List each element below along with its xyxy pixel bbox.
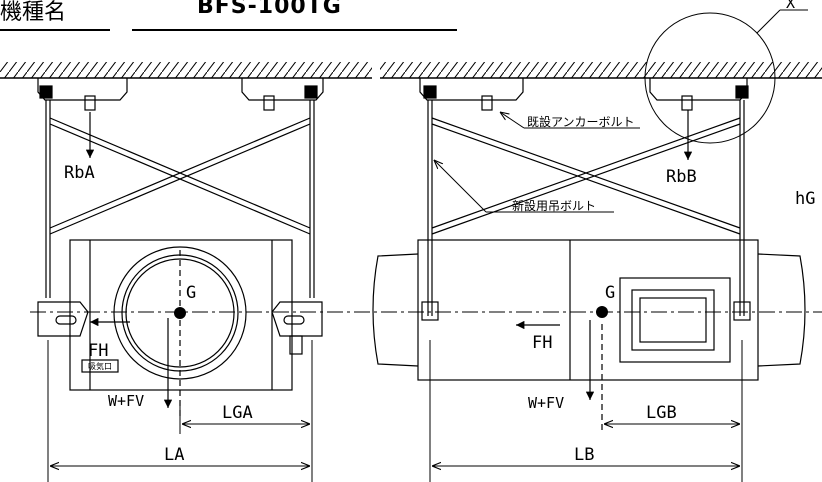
left-dim-lga: LGA: [222, 403, 253, 423]
left-horizontal-force-label: FH: [88, 341, 108, 361]
existing-anchor-bolt-label: 既設アンカーボルト: [527, 114, 635, 129]
model-name-label: 機種名: [0, 0, 67, 25]
height-hg-label: hG: [795, 189, 815, 209]
right-rod-force-label: RbB: [666, 167, 697, 187]
model-label-underline: [0, 29, 110, 31]
right-dim-lb: LB: [574, 445, 594, 465]
right-view: [372, 78, 806, 381]
left-nameplate-text: 吸気口: [88, 361, 112, 371]
new-hanging-bolt-label: 新設用吊ボルト: [512, 198, 596, 213]
left-center-of-gravity: [174, 307, 186, 319]
model-number-underline: [132, 29, 457, 31]
left-dimensions: [47, 340, 313, 482]
right-view-forces: [516, 110, 693, 434]
right-callout-leaders: [434, 112, 640, 213]
right-dimensions: [429, 340, 743, 482]
right-center-label: G: [605, 283, 615, 303]
detail-x-label: X: [786, 0, 795, 12]
right-center-of-gravity: [596, 306, 608, 318]
left-vertical-force-label: W+FV: [108, 392, 144, 410]
right-horizontal-force-label: FH: [532, 333, 552, 353]
right-vertical-force-label: W+FV: [528, 394, 564, 412]
detail-x-callout: [644, 9, 808, 144]
left-rod-force-label: RbA: [64, 163, 95, 183]
left-view: [37, 78, 324, 391]
left-dim-la: LA: [164, 445, 184, 465]
left-view-forces: [85, 112, 181, 420]
left-center-label: G: [186, 283, 196, 303]
right-dim-lgb: LGB: [646, 403, 677, 423]
ceiling-hatch: [0, 62, 822, 79]
model-number: BFS-100TG: [197, 0, 342, 19]
